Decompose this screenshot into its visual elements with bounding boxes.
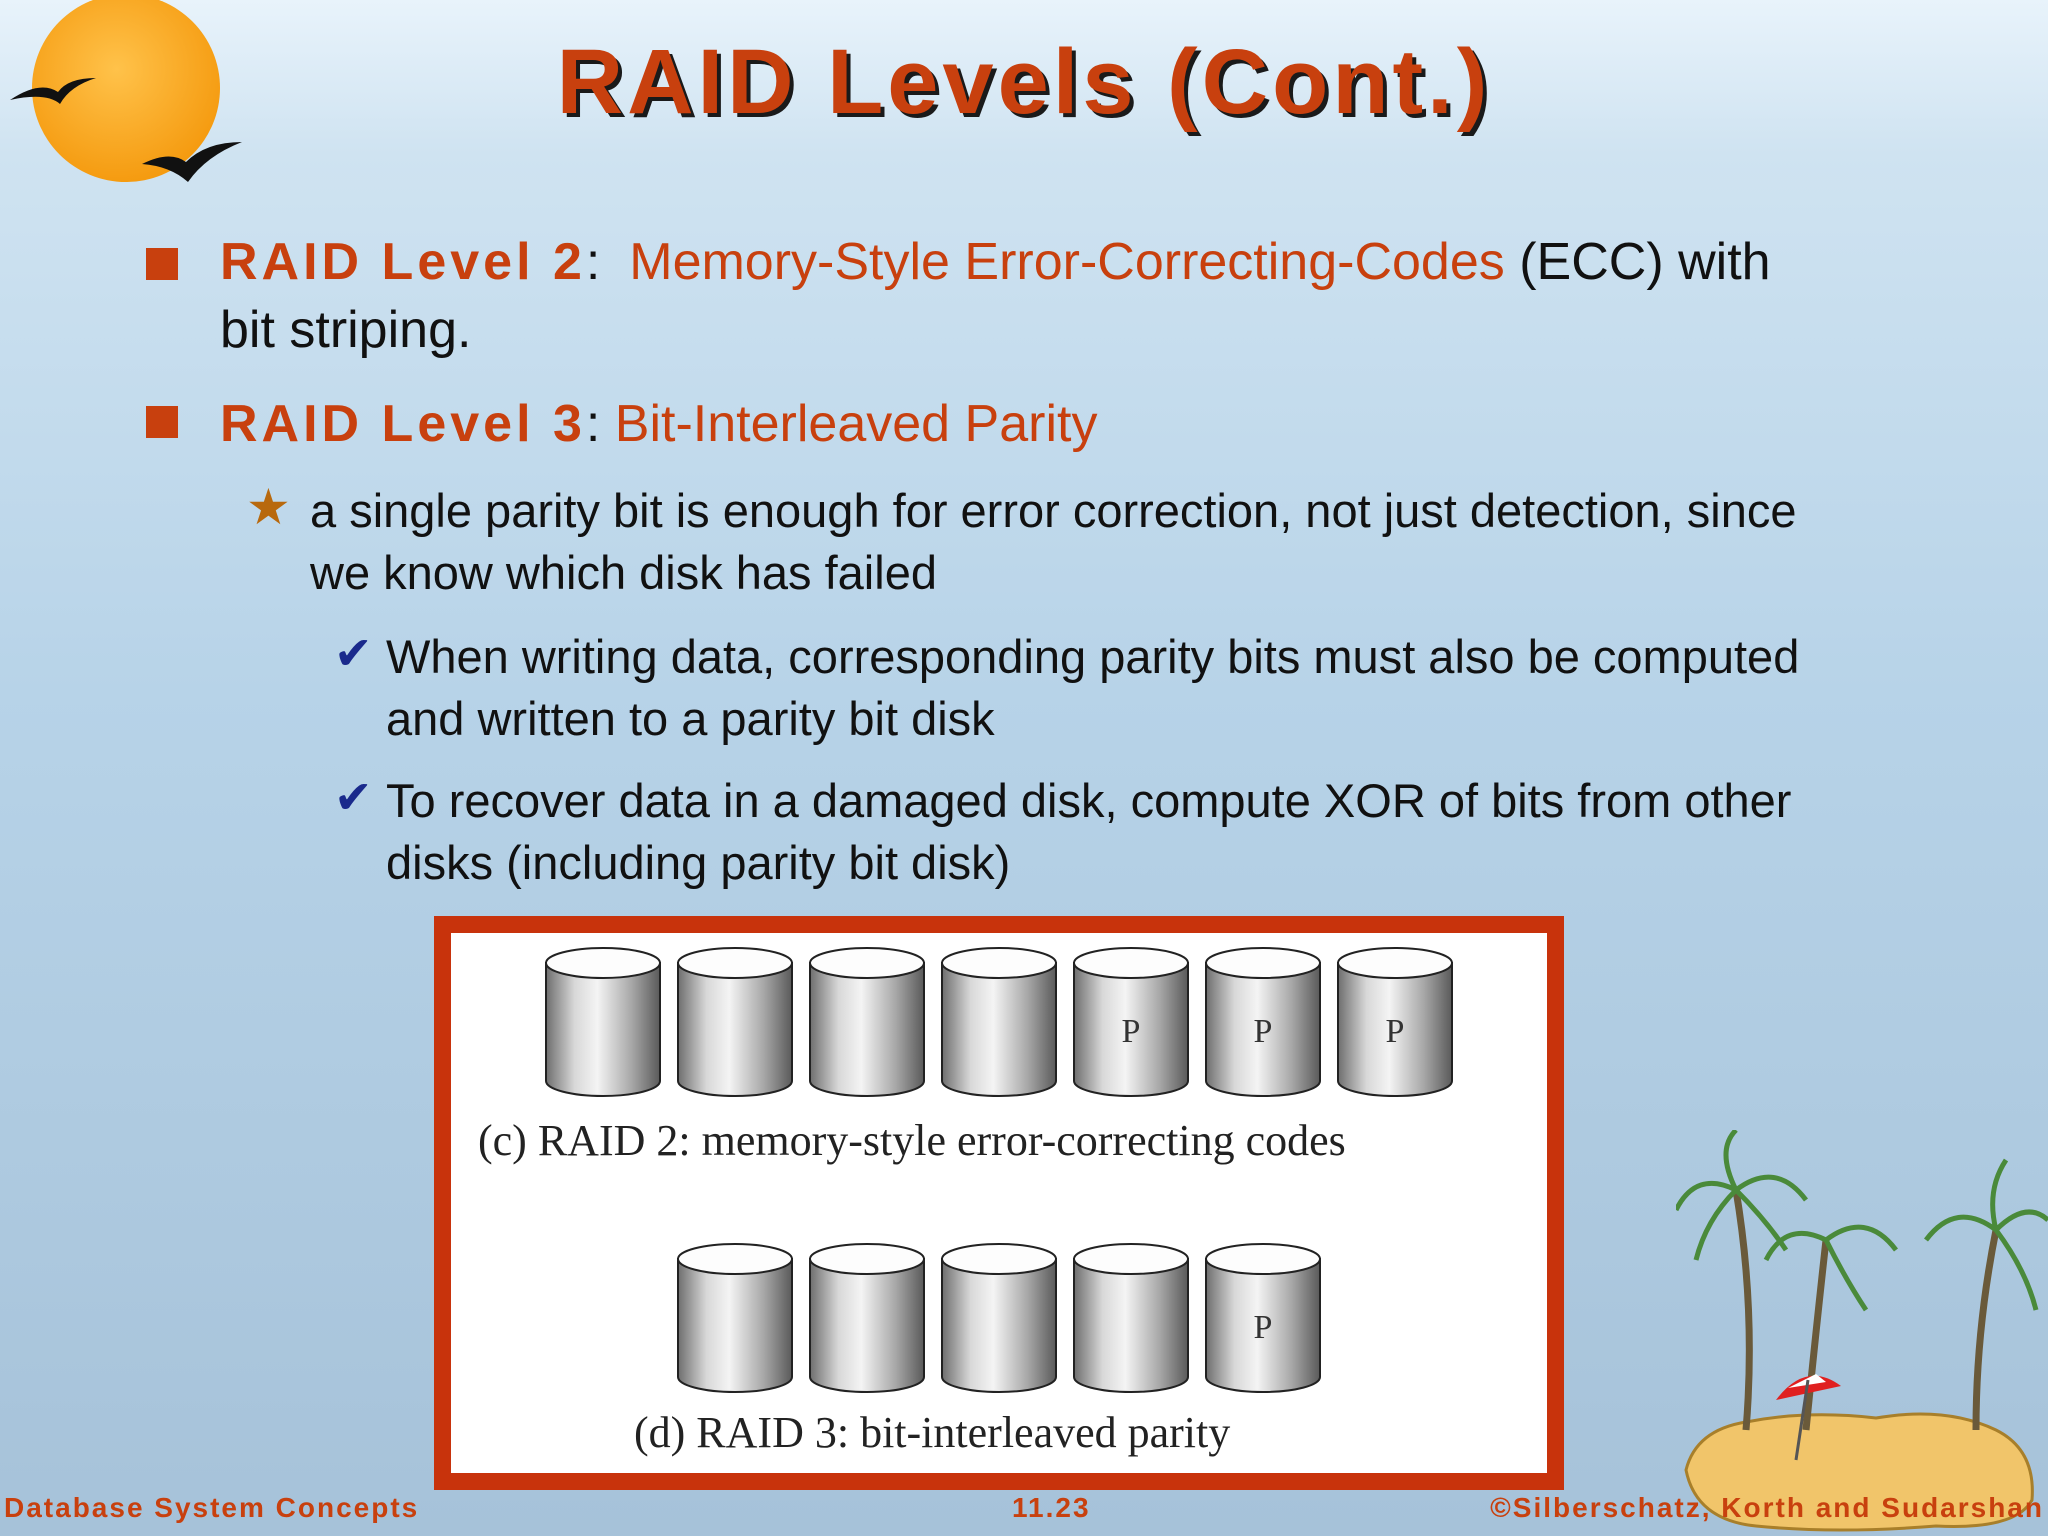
footer-center: 11.23 [1012,1492,1091,1523]
sub2-line2: and written to a parity bit disk [386,692,995,745]
footer-left: Database System Concepts [4,1492,420,1523]
raid2-disk [545,947,661,1097]
sub2-line1: When writing data, corresponding parity … [386,630,1800,683]
raid2-sep: : [585,233,601,291]
checkmark-icon: ✔ [334,771,373,823]
page-title: RAID Levels (Cont.) [556,31,1492,133]
raid3-disk [1073,1243,1189,1393]
raid2-caption: (c) RAID 2: memory-style error-correctin… [478,1116,1346,1165]
sub1-line1: a single parity bit is enough for error … [310,484,1797,537]
bird-icon [142,142,242,182]
raid3-sep: : [585,395,601,453]
raid3-disk: P [1205,1243,1321,1393]
raid3-bullet: RAID Level 3: Bit-Interleaved Parity [220,390,1097,458]
raid2-disk [941,947,1057,1097]
raid3-disk [941,1243,1057,1393]
raid2-disk [809,947,925,1097]
raid3-label: RAID Level 3 [220,395,586,453]
raid2-disk [677,947,793,1097]
parity-label: P [1254,1013,1273,1050]
square-bullet-icon [146,248,178,280]
star-icon: ★ [246,479,291,535]
raid2-rest-line1: (ECC) with [1504,233,1771,291]
raid2-label: RAID Level 2 [220,233,586,291]
beach-umbrella-icon [1776,1374,1841,1461]
palm-island-decoration [1676,1130,2048,1532]
checkmark-icon: ✔ [334,627,373,679]
disk-array-diagram: P P P P [545,947,1453,1393]
footer-right: ©Silberschatz, Korth and Sudarshan [1490,1492,2044,1523]
sub3-line1: To recover data in a damaged disk, compu… [386,774,1792,827]
sun-birds-decoration [10,0,242,182]
raid-figure: P P P P (c) RAID 2: memory-style error-corr… [434,916,1564,1490]
raid2-disk: P [1205,947,1321,1097]
palm-tree-icon [1676,1130,2048,1431]
raid2-bullet: RAID Level 2: Memory-Style Error-Correct… [220,228,1771,296]
sub3-line2: disks (including parity bit disk) [386,836,1011,889]
bird-icon [10,78,96,104]
raid3-caption: (d) RAID 3: bit-interleaved parity [634,1408,1231,1457]
raid2-disk: P [1073,947,1189,1097]
raid2-rest-line2: bit striping. [220,301,472,359]
parity-label: P [1122,1013,1141,1050]
raid3-disk [677,1243,793,1393]
square-bullet-icon [146,406,178,438]
sub1-line2: we know which disk has failed [310,546,937,599]
parity-label: P [1254,1309,1273,1346]
parity-label: P [1386,1013,1405,1050]
sun-icon [32,0,220,182]
raid2-name: Memory-Style Error-Correcting-Codes [629,233,1505,291]
raid3-disk [809,1243,925,1393]
island-icon [1684,1412,2034,1532]
raid3-name: Bit-Interleaved Parity [614,395,1098,453]
raid2-disk: P [1337,947,1453,1097]
